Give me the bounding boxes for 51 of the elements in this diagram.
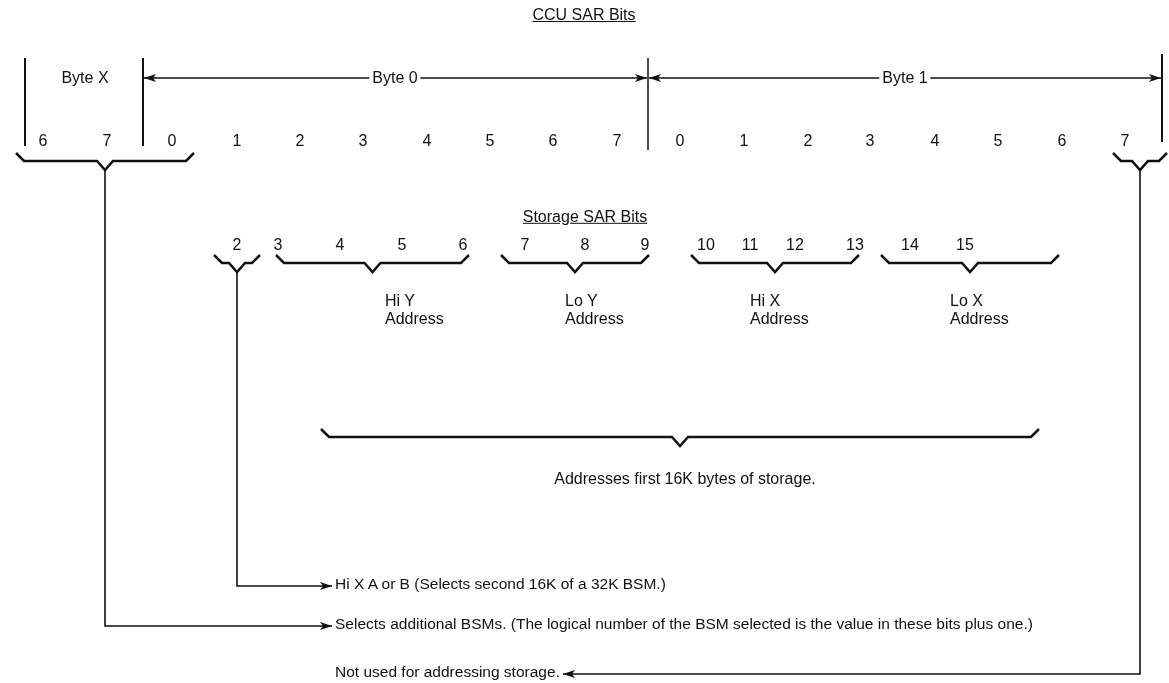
bit-label: 9 [640,235,650,255]
note-text: Hi X A or B (Selects second 16K of a 32K BSM.) [335,575,666,594]
bit-label: 5 [485,131,495,151]
bit-label: 7 [520,235,530,255]
bit-label: 11 [741,235,759,255]
brace [1112,152,1168,172]
bit-label: Byte 0 [369,68,421,88]
field-label: Hi Y Address [385,291,445,329]
bit-label: 3 [865,131,875,151]
diagram-title: CCU SAR Bits [532,6,636,24]
field-label: Hi X Address [750,291,810,329]
bit-label: 6 [38,131,48,151]
bit-label: 3 [273,235,283,255]
bit-label: 2 [803,131,813,151]
field-label: Addresses first 16K bytes of storage. [554,469,816,489]
bit-label: 2 [232,235,242,255]
bit-label: Byte X [61,68,109,88]
bit-label: 10 [697,235,715,255]
bit-label: 2 [295,131,305,151]
bit-label: 6 [1057,131,1067,151]
bit-label: 7 [1120,131,1130,151]
bit-label: 1 [232,131,242,151]
bit-label: 13 [846,235,864,255]
bit-label: 6 [458,235,468,255]
note-text: Not used for addressing storage. [335,663,560,682]
bit-label: 7 [102,131,112,151]
bit-label: 15 [956,235,974,255]
section-heading: Storage SAR Bits [522,207,648,227]
field-label: Lo Y Address [565,291,625,329]
arrow [236,271,333,590]
brace [15,152,195,172]
bit-label: Byte 1 [879,68,931,88]
bit-label: 4 [930,131,940,151]
bit-label: 7 [612,131,622,151]
bit-label: 5 [993,131,1003,151]
bit-label: 6 [548,131,558,151]
bit-label: 0 [167,131,177,151]
bit-label: 3 [358,131,368,151]
bit-label: 4 [422,131,432,151]
arrow [562,169,1141,678]
bit-label: 8 [580,235,590,255]
bit-label: 12 [786,235,804,255]
brace [213,254,261,274]
field-label: Lo X Address [950,291,1010,329]
bit-label: 1 [739,131,749,151]
note-text: Selects additional BSMs. (The logical number of the BSM selected is the value in these bits plus one.) [335,615,1033,634]
bit-label: 4 [335,235,345,255]
bit-label: 0 [675,131,685,151]
arrow [104,169,333,630]
bit-label: 14 [901,235,919,255]
bit-label: 5 [397,235,407,255]
